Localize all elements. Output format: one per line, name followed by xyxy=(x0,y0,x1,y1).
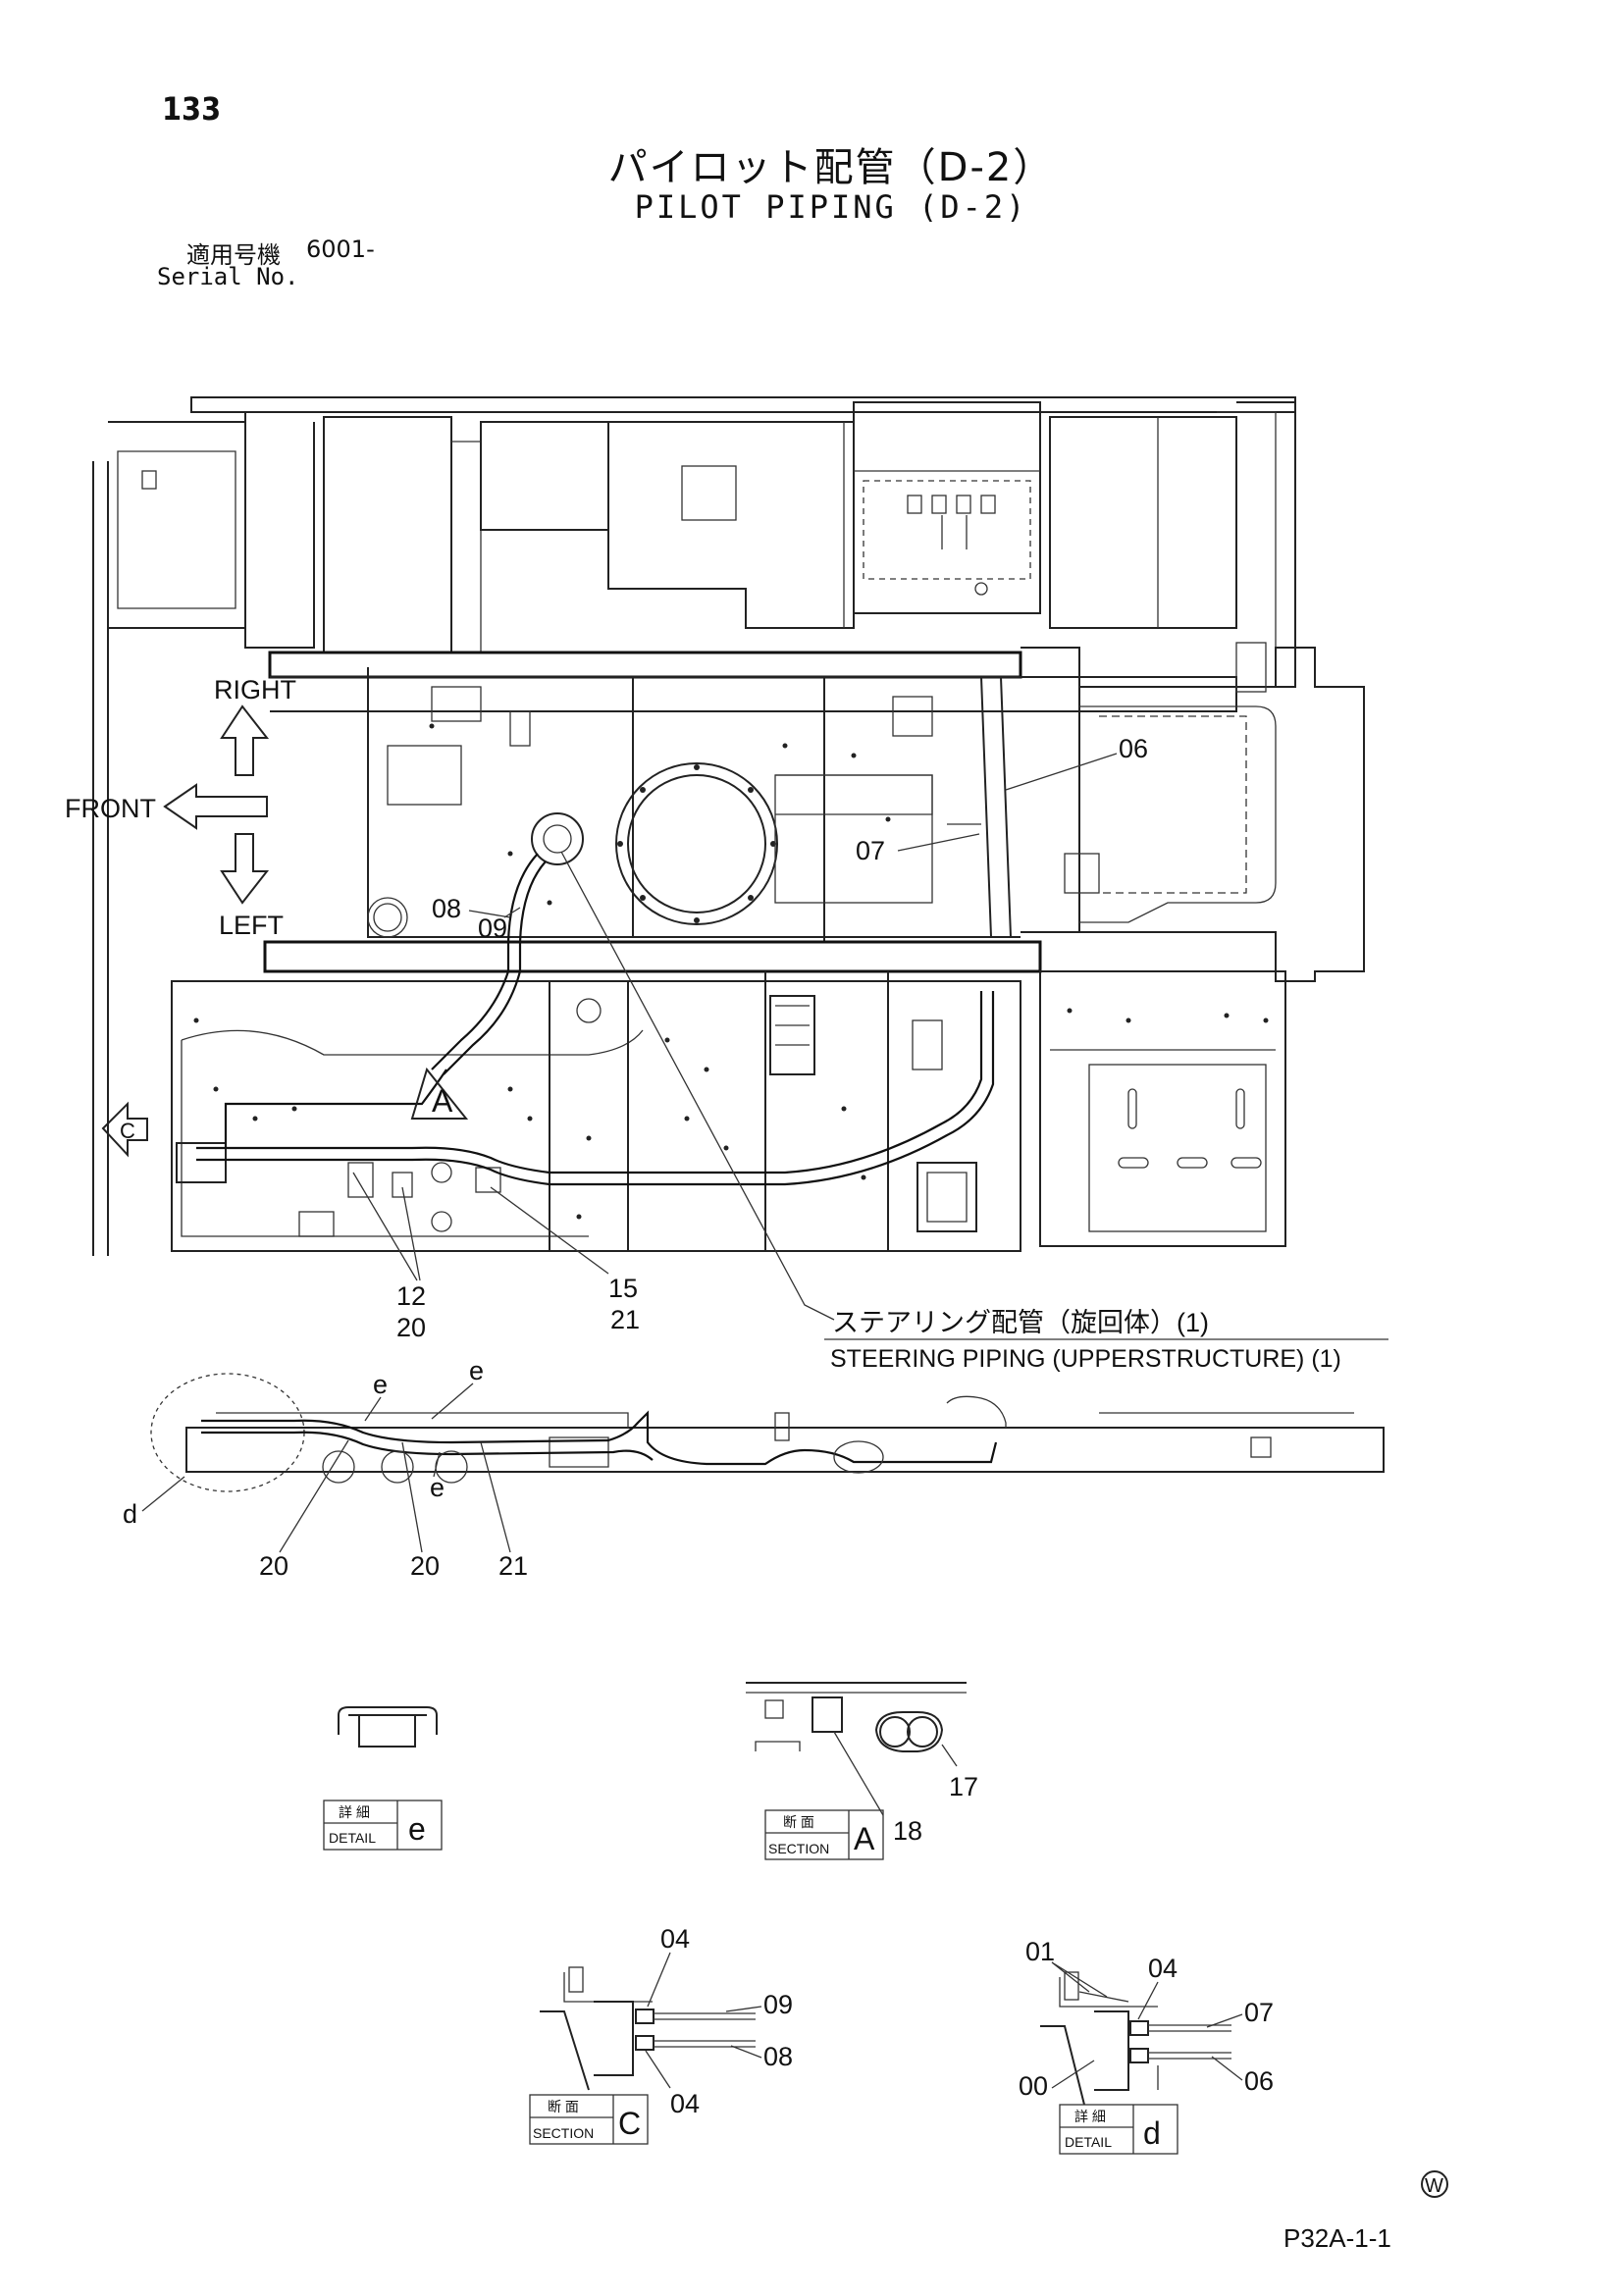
plate-rivets xyxy=(193,723,1269,1220)
svg-text:06: 06 xyxy=(1244,2066,1274,2096)
section-a: 17 18 断 面 SECTION A xyxy=(746,1682,978,1860)
svg-text:d: d xyxy=(123,1499,137,1529)
svg-text:21: 21 xyxy=(610,1305,640,1334)
svg-text:08: 08 xyxy=(763,2042,793,2071)
steering-note-en: STEERING PIPING (UPPERSTRUCTURE) (1) xyxy=(830,1345,1341,1373)
svg-text:20: 20 xyxy=(410,1551,440,1581)
plan-view xyxy=(92,396,1365,1256)
svg-text:e: e xyxy=(373,1370,388,1399)
svg-text:18: 18 xyxy=(893,1816,922,1846)
detail-e: 詳 細 DETAIL e xyxy=(323,1706,443,1851)
svg-text:01: 01 xyxy=(1025,1937,1055,1966)
svg-text:e: e xyxy=(408,1811,426,1847)
svg-text:RIGHT: RIGHT xyxy=(214,675,296,704)
svg-text:断 面: 断 面 xyxy=(783,1814,814,1830)
svg-text:07: 07 xyxy=(856,836,885,865)
svg-text:08: 08 xyxy=(432,894,461,923)
svg-text:DETAIL: DETAIL xyxy=(1065,2134,1112,2150)
svg-text:d: d xyxy=(1143,2115,1161,2151)
svg-text:詳 細: 詳 細 xyxy=(339,1804,370,1820)
footer: W P32A-1-1 xyxy=(1283,2170,1448,2253)
pilot-pipes xyxy=(196,812,995,1186)
svg-text:e: e xyxy=(430,1473,445,1502)
svg-text:04: 04 xyxy=(670,2089,700,2118)
serial-label-english: Serial No. xyxy=(157,263,299,290)
serial-number-value: 6001- xyxy=(306,235,375,263)
svg-text:LEFT: LEFT xyxy=(219,911,284,940)
svg-text:07: 07 xyxy=(1244,1998,1274,2027)
svg-text:C: C xyxy=(618,2106,641,2141)
swing-bearing-bolts xyxy=(617,764,776,923)
svg-text:A: A xyxy=(854,1821,875,1856)
svg-text:17: 17 xyxy=(949,1772,978,1801)
svg-text:C: C xyxy=(120,1119,135,1143)
svg-text:e: e xyxy=(469,1356,484,1385)
svg-text:断 面: 断 面 xyxy=(548,2099,579,2114)
section-a-marker: A xyxy=(410,1067,469,1120)
svg-text:04: 04 xyxy=(660,1924,690,1954)
view-c-marker: C xyxy=(101,1101,148,1158)
svg-text:DETAIL: DETAIL xyxy=(329,1830,376,1846)
steering-note-jp: ステアリング配管（旋回体）(1) xyxy=(832,1308,1209,1337)
svg-text:09: 09 xyxy=(763,1990,793,2019)
svg-text:00: 00 xyxy=(1019,2071,1048,2101)
svg-text:詳 細: 詳 細 xyxy=(1074,2109,1106,2124)
svg-text:09: 09 xyxy=(478,913,507,943)
svg-text:04: 04 xyxy=(1148,1954,1178,1983)
detail-d: 01 04 07 00 06 詳 細 DETAIL d xyxy=(1019,1937,1274,2155)
main-callouts: 06 07 08 09 12 20 15 21 xyxy=(352,734,1388,1342)
svg-text:SECTION: SECTION xyxy=(768,1841,829,1856)
section-c: 04 09 08 04 断 面 SECTION C xyxy=(529,1924,793,2145)
svg-text:SECTION: SECTION xyxy=(533,2125,594,2141)
side-view: e e e d 20 20 21 xyxy=(123,1356,1385,1581)
svg-text:21: 21 xyxy=(498,1551,528,1581)
svg-text:12: 12 xyxy=(396,1281,426,1311)
page-title-japanese: パイロット配管（D-2） xyxy=(607,145,1055,190)
svg-text:A: A xyxy=(432,1083,453,1119)
svg-text:FRONT: FRONT xyxy=(65,794,156,823)
page-number: 133 xyxy=(162,90,222,128)
serial-label-japanese: 適用号機 xyxy=(186,241,281,269)
page-title-english: PILOT PIPING (D-2) xyxy=(634,188,1028,226)
svg-text:20: 20 xyxy=(259,1551,288,1581)
svg-text:06: 06 xyxy=(1119,734,1148,763)
svg-text:15: 15 xyxy=(608,1274,638,1303)
footer-mark: W xyxy=(1425,2175,1443,2197)
svg-text:20: 20 xyxy=(396,1313,426,1342)
direction-compass: RIGHT FRONT LEFT xyxy=(65,675,296,940)
footer-code: P32A-1-1 xyxy=(1283,2223,1391,2253)
